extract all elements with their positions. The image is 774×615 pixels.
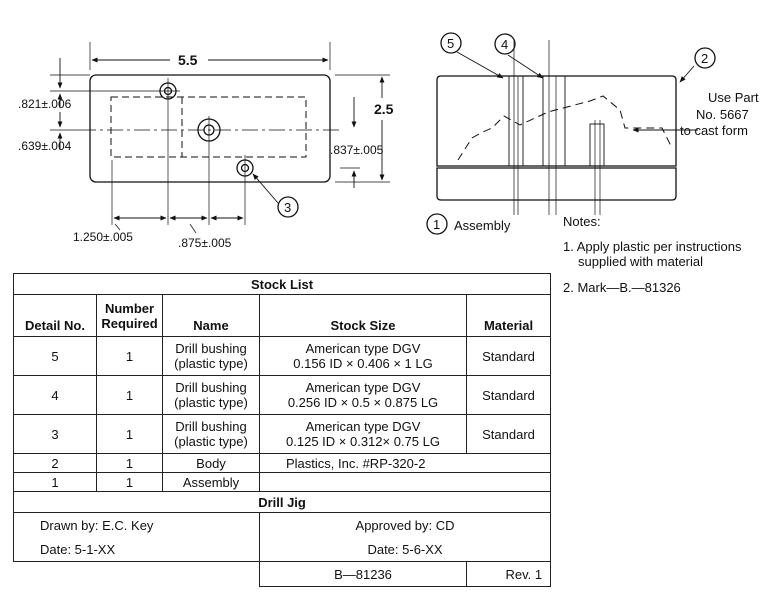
qty-cell: 1 <box>96 414 163 454</box>
callout-1-label: 1 <box>433 217 440 232</box>
callout-1-bubble <box>426 213 448 235</box>
note-2: 2. Mark—B.—81326 <box>563 280 681 295</box>
material-cell: Standard <box>465 336 552 376</box>
height-dimension: 2.5 <box>374 101 394 117</box>
side-view-base <box>436 167 677 201</box>
notes-title: Notes: <box>563 214 601 229</box>
header-name: Name <box>162 294 260 337</box>
name-cell: Assembly <box>162 472 260 492</box>
side-view-body <box>436 75 677 167</box>
callout-4-label: 4 <box>501 37 508 52</box>
detail-cell: 1 <box>13 472 97 492</box>
dim-1250: 1.250±.005 <box>73 230 133 244</box>
assembly-label: Assembly <box>454 218 511 233</box>
size-cell <box>258 472 552 492</box>
callout-5-label: 5 <box>447 36 454 51</box>
use-part-line-2: No. 5667 <box>696 107 749 122</box>
qty-cell: 1 <box>96 453 163 473</box>
callout-3-label: 3 <box>284 200 291 215</box>
callout-2-bubble <box>694 47 716 69</box>
top-view <box>50 42 390 234</box>
revision: Rev. 1 <box>465 561 552 587</box>
date-drawn: Date: 5-1-XX <box>13 537 260 562</box>
material-cell: Standard <box>465 375 552 415</box>
qty-cell: 1 <box>96 336 163 376</box>
name-cell: Body <box>162 453 260 473</box>
header-material: Material <box>465 294 552 337</box>
bushing-3 <box>589 123 605 167</box>
table-row: 4 1 Drill bushing(plastic type) American… <box>13 375 552 415</box>
callout-2-label: 2 <box>701 51 708 66</box>
table-row: 5 1 Drill bushing(plastic type) American… <box>13 336 552 376</box>
width-dimension: 5.5 <box>178 52 198 68</box>
title-block-name: Drill Jig <box>12 491 552 513</box>
callout-4-bubble <box>494 33 516 55</box>
stock-list-title: Stock List <box>12 273 552 295</box>
approved-by: Approved by: CD <box>258 512 552 537</box>
header-stock-size: Stock Size <box>259 294 467 337</box>
detail-cell: 5 <box>13 336 97 376</box>
name-cell: Drill bushing(plastic type) <box>162 336 260 376</box>
table-row: 3 1 Drill bushing(plastic type) American… <box>13 414 552 454</box>
hidden-cavity-outline <box>110 96 307 158</box>
drawing-number: B—81236 <box>259 561 467 587</box>
size-cell: Plastics, Inc. #RP-320-2 <box>258 453 552 473</box>
detail-cell: 3 <box>13 414 97 454</box>
use-part-line-1: Use Part <box>708 90 759 105</box>
drawn-by: Drawn by: E.C. Key <box>13 512 260 537</box>
name-cell: Drill bushing(plastic type) <box>162 375 260 415</box>
bushing-5 <box>508 75 524 167</box>
detail-cell: 4 <box>13 375 97 415</box>
top-view-outline <box>89 74 331 183</box>
stock-list-table: Stock List Detail No. Number Required Na… <box>12 273 552 587</box>
callout-3-bubble <box>277 196 299 218</box>
dim-821: .821±.006 <box>18 97 72 111</box>
material-cell: Standard <box>465 414 552 454</box>
dim-875: .875±.005 <box>178 236 232 250</box>
qty-cell: 1 <box>96 472 163 492</box>
dim-639: .639±.004 <box>18 139 72 153</box>
header-detail-no: Detail No. <box>13 294 97 337</box>
note-1-line-1: 1. Apply plastic per instructions <box>563 239 742 254</box>
table-row: 1 1 Assembly <box>13 472 552 492</box>
side-view <box>426 32 716 235</box>
dim-837: .837±.005 <box>330 143 384 157</box>
table-row: 2 1 Body Plastics, Inc. #RP-320-2 <box>13 453 552 473</box>
header-number-required: Number Required <box>96 294 163 337</box>
callout-5-bubble <box>440 32 462 54</box>
detail-cell: 2 <box>13 453 97 473</box>
date-approved: Date: 5-6-XX <box>258 537 552 562</box>
note-1-line-2: supplied with material <box>578 254 703 269</box>
name-cell: Drill bushing(plastic type) <box>162 414 260 454</box>
use-part-line-3: to cast form <box>680 123 748 138</box>
qty-cell: 1 <box>96 375 163 415</box>
bushing-4 <box>542 75 566 167</box>
cast-form-hidden-line <box>457 95 673 161</box>
